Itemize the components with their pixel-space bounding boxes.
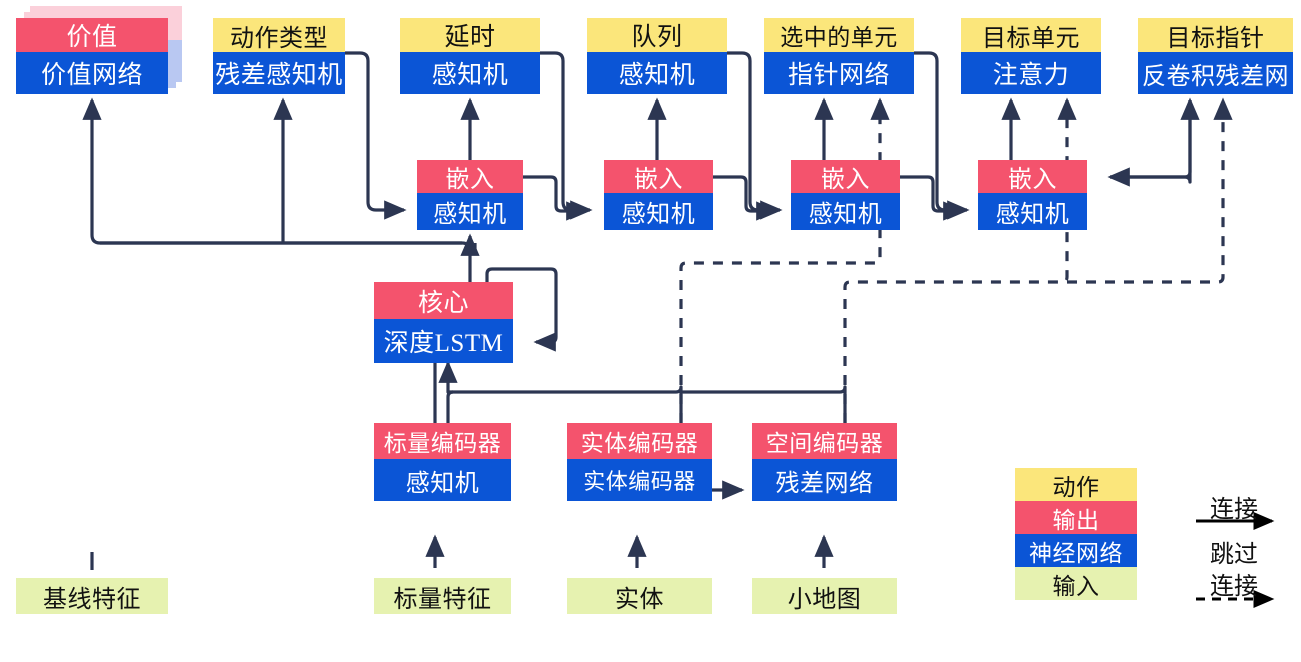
node-target-unit[interactable]: 目标单元 注意力 [961,18,1101,94]
node-delay-network-label: 感知机 [400,52,540,94]
wire-embed1-to-embed2 [523,175,589,221]
wire-embed2-to-embed3 [713,175,779,221]
node-spatial-encoder[interactable]: 空间编码器 残差网络 [752,423,897,501]
wire-spatialenc-to-core-bus [681,385,847,423]
node-scalar-encoder-output-label: 标量编码器 [374,423,511,459]
node-scalar-encoder-network-label: 感知机 [374,459,511,501]
skip-spatialenc-to-targetunit [843,97,1077,423]
node-value-output-label: 价值 [16,18,168,52]
node-action-type[interactable]: 动作类型 残差感知机 [213,18,345,94]
node-entity-encoder-network-label: 实体编码器 [567,459,712,501]
node-queue[interactable]: 队列 感知机 [587,18,727,94]
node-embed-2-output-label: 嵌入 [604,160,713,193]
node-embed-1-output-label: 嵌入 [417,160,523,193]
wire-bus-to-core [438,360,458,394]
legend-skip-label-line1: 跳过 [1210,542,1258,568]
node-embed-1-network-label: 感知机 [417,193,523,230]
legend-swatch-input: 输入 [1015,567,1137,600]
node-selected-units-action-label: 选中的单元 [764,18,914,52]
node-spatial-encoder-output-label: 空间编码器 [752,423,897,459]
legend-connection-label: 连接 [1210,497,1258,523]
node-embed-2-network-label: 感知机 [604,193,713,230]
wire-to-targetpointer [1110,97,1200,179]
node-queue-network-label: 感知机 [587,52,727,94]
wire-entityenc-to-core-bus [446,385,683,423]
node-core-network-label: 深度LSTM [374,319,513,363]
node-entity-encoder-output-label: 实体编码器 [567,423,712,459]
node-value-network-label: 价值网络 [16,52,168,94]
legend-swatch-action: 动作 [1015,468,1137,501]
skip-spatialenc-to-targetpointer [1067,97,1233,284]
input-scalar-features[interactable]: 标量特征 [374,578,511,614]
node-entity-encoder[interactable]: 实体编码器 实体编码器 [567,423,712,501]
input-baseline-features[interactable]: 基线特征 [16,578,168,614]
legend-swatch-output: 输出 [1015,501,1137,534]
node-selected-units-network-label: 指针网络 [764,52,914,94]
node-target-pointer-action-label: 目标指针 [1138,18,1293,52]
legend-skip-label-line2: 连接 [1210,574,1258,600]
node-core-output-label: 核心 [374,282,513,319]
node-embed-2[interactable]: 嵌入 感知机 [604,160,713,230]
skip-entityenc-to-selectedunits [679,97,890,423]
legend-swatch-stack: 动作 输出 神经网络 输入 [1015,468,1137,600]
node-queue-action-label: 队列 [587,18,727,52]
input-minimap[interactable]: 小地图 [752,578,897,614]
node-selected-units[interactable]: 选中的单元 指针网络 [764,18,914,94]
wire-embed3-to-embed4 [900,175,966,221]
wire-delay-to-embed2 [540,51,593,220]
node-delay-action-label: 延时 [400,18,540,52]
node-action-type-network-label: 残差感知机 [213,52,345,94]
wire-actiontype-to-embed1 [345,51,407,220]
node-target-unit-action-label: 目标单元 [961,18,1101,52]
node-action-type-action-label: 动作类型 [213,18,345,52]
node-target-pointer[interactable]: 目标指针 反卷积残差网 [1138,18,1293,94]
node-embed-3-network-label: 感知机 [791,193,900,230]
node-scalar-encoder[interactable]: 标量编码器 感知机 [374,423,511,501]
node-embed-3[interactable]: 嵌入 感知机 [791,160,900,230]
node-embed-4-network-label: 感知机 [978,193,1087,230]
node-embed-4[interactable]: 嵌入 感知机 [978,160,1087,230]
node-embed-1[interactable]: 嵌入 感知机 [417,160,523,230]
wire-selectedunits-to-embed4 [914,51,970,220]
node-embed-3-output-label: 嵌入 [791,160,900,193]
legend-swatch-network: 神经网络 [1015,534,1137,567]
node-value[interactable]: 价值 价值网络 [16,18,168,94]
node-target-pointer-network-label: 反卷积残差网 [1138,52,1293,94]
node-core[interactable]: 核心 深度LSTM [374,282,513,363]
node-target-unit-network-label: 注意力 [961,52,1101,94]
input-entities[interactable]: 实体 [567,578,712,614]
node-spatial-encoder-network-label: 残差网络 [752,459,897,501]
node-delay[interactable]: 延时 感知机 [400,18,540,94]
wire-core-up [468,243,477,282]
wire-targetpointer-feed [1107,100,1192,187]
wire-bus-to-value [82,97,472,252]
node-embed-4-output-label: 嵌入 [978,160,1087,193]
